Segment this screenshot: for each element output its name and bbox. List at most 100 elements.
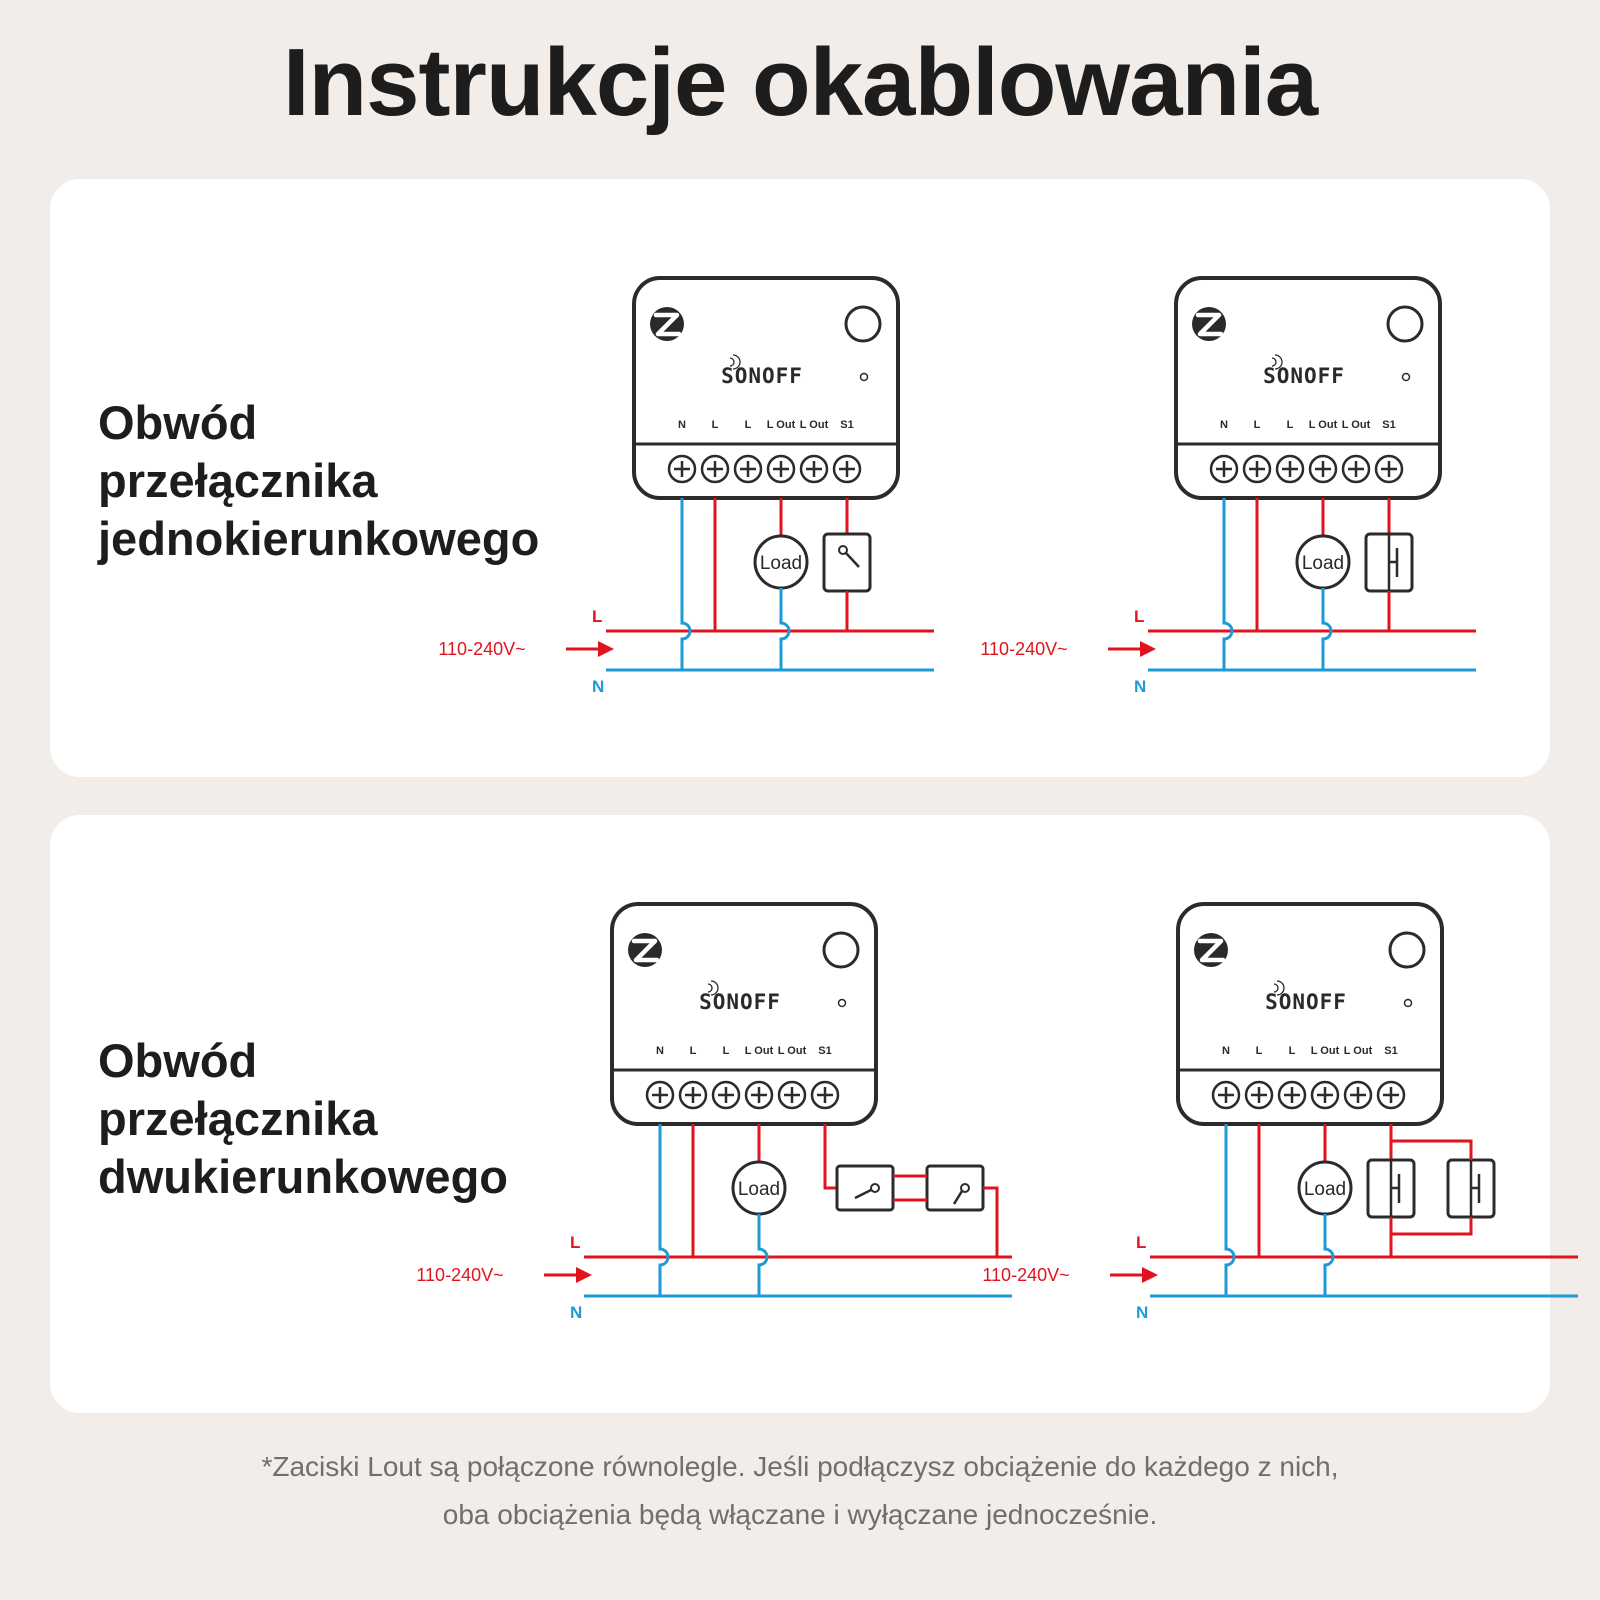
- live-label: L: [570, 1233, 580, 1252]
- neutral-label: N: [592, 677, 604, 696]
- terminal-label: S1: [1384, 1045, 1397, 1057]
- zigbee-logo-icon: [1192, 307, 1226, 341]
- terminal-label: N: [1220, 419, 1228, 431]
- wifi-signal-icon: [1273, 980, 1285, 996]
- two-way-circuit-label: Obwód przełącznika dwukierunkowego: [98, 1032, 578, 1206]
- voltage-label: 110-240V~: [982, 1265, 1069, 1285]
- neutral-label: N: [1134, 677, 1146, 696]
- zigbee-logo-mark: [1197, 938, 1226, 963]
- button-contact: [1471, 1174, 1481, 1203]
- led-indicator-icon: [859, 372, 869, 382]
- live-label: L: [592, 607, 602, 626]
- load-neutral-wire: [1323, 1214, 1335, 1296]
- label-line: dwukierunkowego: [98, 1150, 508, 1203]
- terminal-label: L Out: [767, 419, 796, 431]
- label-line: Obwód: [98, 396, 258, 449]
- load-neutral-wire: [1321, 588, 1333, 670]
- s1-wire: [823, 1124, 837, 1190]
- screw-cross: [1282, 461, 1298, 477]
- screw-cross: [740, 461, 756, 477]
- switch-live-wire: [983, 1186, 999, 1257]
- single-way-circuit-label: Obwód przełącznika jednokierunkowego: [98, 394, 578, 568]
- two-way-switch-symbol-icon: [925, 1164, 985, 1212]
- screw-cross: [1381, 461, 1397, 477]
- label-line: przełącznika: [98, 1092, 378, 1145]
- screw-cross: [1251, 1087, 1267, 1103]
- led-indicator-icon: [1401, 372, 1411, 382]
- terminal-label: L: [723, 1045, 730, 1057]
- label-line: jednokierunkowego: [98, 512, 540, 565]
- screw-cross: [1350, 1087, 1366, 1103]
- screw-cross: [1383, 1087, 1399, 1103]
- two-way-box: [835, 1164, 895, 1212]
- load-neutral-wire: [779, 588, 791, 670]
- button-circle-icon: [844, 305, 882, 343]
- neutral-label: N: [1136, 1303, 1148, 1322]
- screw-cross: [1317, 1087, 1333, 1103]
- footnote-line: oba obciążenia będą włączane i wyłączane…: [442, 1499, 1158, 1530]
- switch-pivot: [838, 545, 848, 555]
- voltage-label: 110-240V~: [416, 1265, 503, 1285]
- screw-cross: [1216, 461, 1232, 477]
- load-label: Load: [738, 1179, 780, 1200]
- terminal-label: N: [678, 419, 686, 431]
- wifi-signal-icon: [707, 980, 719, 996]
- neutral-wire: [1222, 498, 1234, 670]
- neutral-wire: [1224, 1124, 1236, 1296]
- terminal-label: L: [1254, 419, 1261, 431]
- screw-cross: [817, 1087, 833, 1103]
- toggle-switch-symbol-icon: [822, 532, 872, 593]
- screw-cross: [784, 1087, 800, 1103]
- sonoff-logo-icon: SONOFF: [699, 990, 781, 1014]
- live-label: L: [1136, 1233, 1146, 1252]
- two-way-lever: [952, 1190, 964, 1205]
- terminal-label: L: [1289, 1045, 1296, 1057]
- two-way-pivot: [870, 1183, 880, 1193]
- zigbee-logo-mark: [631, 938, 660, 963]
- wifi-signal-icon: [1271, 354, 1283, 370]
- screw-cross: [1348, 461, 1364, 477]
- led-indicator-icon: [837, 998, 847, 1008]
- terminal-label: L Out: [800, 419, 829, 431]
- screw-cross: [773, 461, 789, 477]
- switch-box: [822, 532, 872, 593]
- screw-cross: [707, 461, 723, 477]
- screw-cross: [718, 1087, 734, 1103]
- screw-cross: [1249, 461, 1265, 477]
- zigbee-logo-mark: [653, 312, 682, 337]
- terminal-label: S1: [818, 1045, 831, 1057]
- switch-lever: [845, 552, 860, 568]
- zigbee-logo-icon: [628, 933, 662, 967]
- terminal-label: L Out: [1344, 1045, 1373, 1057]
- voltage-label: 110-240V~: [980, 639, 1067, 659]
- screw-cross: [1218, 1087, 1234, 1103]
- zigbee-logo-icon: [1194, 933, 1228, 967]
- button-circle-icon: [1386, 305, 1424, 343]
- terminal-label: N: [1222, 1045, 1230, 1057]
- two-way-switch-symbol-icon: [835, 1164, 895, 1212]
- terminal-label: L: [690, 1045, 697, 1057]
- terminal-label: L Out: [745, 1045, 774, 1057]
- terminal-label: L Out: [778, 1045, 807, 1057]
- screw-cross: [652, 1087, 668, 1103]
- page-title: Instrukcje okablowania: [282, 29, 1318, 136]
- push-button-symbol-icon: [1366, 1158, 1416, 1219]
- load-label: Load: [760, 553, 802, 574]
- terminal-label: L: [1287, 419, 1294, 431]
- parallel-bottom-wire: [1391, 1217, 1473, 1236]
- screw-cross: [1284, 1087, 1300, 1103]
- live-label: L: [1134, 607, 1144, 626]
- button-contact: [1389, 548, 1399, 577]
- footnote-line: *Zaciski Lout są połączone równolegle. J…: [261, 1451, 1339, 1482]
- zigbee-logo-mark: [1195, 312, 1224, 337]
- button-contact: [1391, 1174, 1401, 1203]
- label-line: Obwód: [98, 1034, 258, 1087]
- terminal-label: N: [656, 1045, 664, 1057]
- sonoff-logo-icon: SONOFF: [1265, 990, 1347, 1014]
- terminal-label: L Out: [1309, 419, 1338, 431]
